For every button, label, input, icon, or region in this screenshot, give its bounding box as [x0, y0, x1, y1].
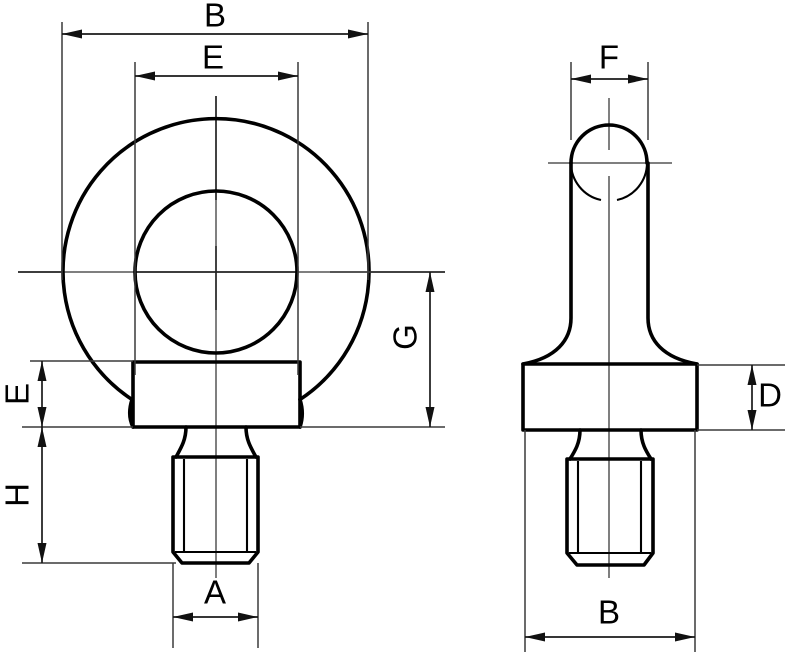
dim-b-arrow-right	[348, 29, 368, 39]
dim-h-arrow-top	[37, 427, 47, 447]
dimension-f-top: F	[570, 39, 649, 140]
dim-b-bottom-label: B	[598, 594, 620, 631]
dim-g-label: G	[387, 324, 424, 350]
threaded-shank-side	[565, 457, 655, 567]
dim-h-label: H	[0, 483, 36, 507]
dim-b-bottom-arrow-left	[525, 632, 545, 642]
side-view-shank-right-edge	[646, 161, 699, 366]
threaded-shank-front	[171, 455, 260, 565]
flange-block-side	[521, 362, 699, 432]
shank-fillet-left-front	[174, 425, 188, 459]
dimension-b-bottom: B	[524, 430, 696, 652]
front-view-group	[18, 96, 445, 578]
dimension-d-right: D	[697, 364, 785, 431]
dim-g-arrow-top	[425, 272, 435, 292]
dim-d-label: D	[758, 377, 782, 414]
dimension-e-top: E	[134, 39, 299, 375]
dim-g-arrow-bottom	[425, 407, 435, 427]
shank-fillet-left-side	[568, 428, 582, 461]
shank-fillet-right-side	[639, 428, 653, 461]
shank-fillet-right-front	[244, 425, 258, 459]
dim-b-arrow-left	[62, 29, 82, 39]
dim-e-top-arrow-right	[278, 71, 298, 81]
dimension-a-bottom: A	[172, 563, 259, 648]
dim-d-arrow-top	[747, 365, 757, 385]
dim-a-label: A	[204, 574, 226, 611]
dimension-e-left: E	[0, 360, 133, 428]
dim-a-arrow-left	[173, 612, 193, 622]
dim-h-arrow-bottom	[37, 543, 47, 563]
dimension-b-top: B	[61, 0, 369, 280]
ring-outer-circle	[61, 116, 371, 402]
dim-f-arrow-right	[628, 74, 648, 84]
dim-e-top-label: E	[202, 39, 224, 76]
dim-b-top-label: B	[204, 0, 226, 34]
dim-a-arrow-right	[238, 612, 258, 622]
dim-f-arrow-left	[571, 74, 591, 84]
dim-d-arrow-bottom	[747, 410, 757, 430]
dim-b-bottom-arrow-right	[675, 632, 695, 642]
dim-e-top-arrow-left	[135, 71, 155, 81]
dim-e-left-label: E	[0, 383, 36, 405]
side-view-shank-left-edge	[521, 161, 573, 366]
side-view-head-arc-upper	[569, 123, 649, 165]
side-view-group	[521, 98, 699, 578]
dim-e-left-arrow-bottom	[37, 407, 47, 427]
dimension-g-right: G	[300, 271, 445, 428]
dim-f-label: F	[599, 39, 619, 76]
dimension-h-left: H	[0, 427, 176, 564]
dim-e-left-arrow-top	[37, 361, 47, 381]
